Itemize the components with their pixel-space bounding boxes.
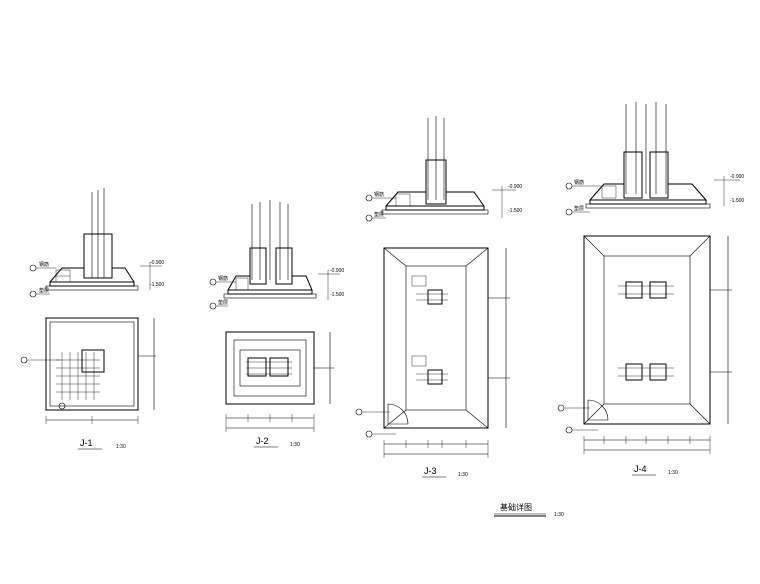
j2-scale: 1:30 [290,442,300,448]
j4-plan [557,235,732,454]
j2-bars-callout: 钢筋 [218,275,228,282]
j3-label: J-3 [424,466,437,476]
j2-plan [225,331,334,432]
j3-elev-top: -0.900 [508,184,522,190]
detail-j4: 钢筋 垫层 -0.900 -1.500 [557,102,744,476]
sheet-title-block: 基础详图 1:30 [494,502,564,518]
j1-plan [20,317,156,424]
j4-scale: 1:30 [668,470,678,476]
j1-elev-bottom: -1.500 [150,282,164,288]
j4-bars-callout: 钢筋 [574,179,584,186]
detail-j3: 钢筋 垫层 -0.900 -1.500 [355,116,522,478]
j1-label: J-1 [80,438,93,448]
j3-bars-callout: 钢筋 [374,191,384,198]
j4-elev-top: -0.900 [730,174,744,180]
j1-pad-callout: 垫层 [39,287,49,294]
j4-label: J-4 [634,464,647,474]
j1-section: 钢筋 垫层 -0.900 -1.500 [29,188,164,298]
j1-elev-top: -0.900 [150,260,164,266]
j4-elev-bottom: -1.500 [730,198,744,204]
j3-pad-callout: 垫层 [374,211,384,218]
detail-j2: 钢筋 垫层 -0.900 -1.500 J-2 [209,200,344,448]
j3-scale: 1:30 [458,472,468,478]
j2-elev-top: -0.900 [330,268,344,274]
j2-elev-bottom: -1.500 [330,292,344,298]
j4-section: 钢筋 垫层 -0.900 -1.500 [565,102,744,216]
j1-bars-callout: 钢筋 [39,261,49,268]
detail-j1: 钢筋 垫层 -0.900 -1.500 [20,188,164,450]
j3-elev-bottom: -1.500 [508,208,522,214]
j4-pad-callout: 垫层 [574,205,584,212]
sheet-title: 基础详图 [500,502,532,512]
j1-scale: 1:30 [116,444,126,450]
sheet-scale: 1:30 [554,512,564,518]
j2-section: 钢筋 垫层 -0.900 -1.500 [209,200,344,310]
j2-label: J-2 [256,436,269,446]
j3-section: 钢筋 垫层 -0.900 -1.500 [365,116,522,222]
j2-pad-callout: 垫层 [218,299,228,306]
j3-plan [355,247,510,458]
